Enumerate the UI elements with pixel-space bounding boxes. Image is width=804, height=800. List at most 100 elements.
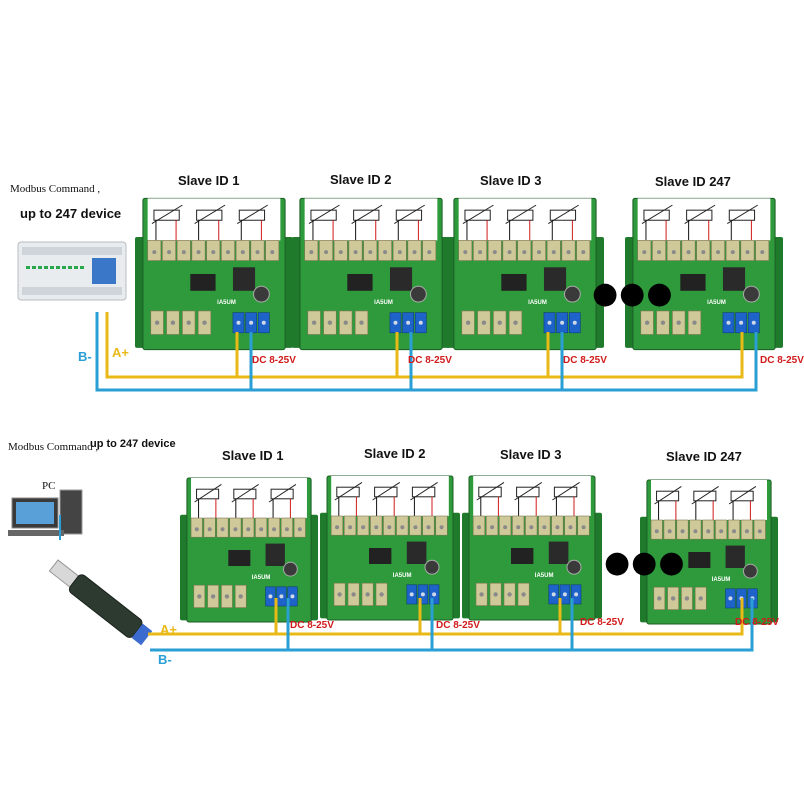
screw-head [581, 250, 586, 255]
screw-head [555, 525, 560, 530]
screw-head [427, 250, 432, 255]
screw-head [521, 592, 526, 597]
screw-head [719, 529, 724, 534]
screw-head [503, 525, 508, 530]
screw-head [642, 250, 647, 255]
screw-head [351, 592, 356, 597]
sensor-diagram-area [473, 476, 591, 516]
bottom-dc-label-2: DC 8-25V [436, 620, 480, 631]
inductor [283, 561, 298, 577]
bottom-caption: Modbus Command , [8, 441, 99, 453]
adapter-terminal [131, 623, 153, 646]
ic-chip [688, 552, 711, 568]
screw-head [343, 320, 348, 325]
sensor-arrow [237, 204, 268, 225]
screw-head [279, 594, 284, 599]
sensor-arrow [334, 481, 363, 501]
screw-head [566, 250, 571, 255]
inductor [424, 559, 440, 575]
bottom-dc-label-1: DC 8-25V [290, 620, 334, 631]
screw-head [574, 592, 579, 597]
rtd-sensor-icon [233, 488, 257, 500]
screw-head [684, 596, 690, 601]
plc-led [80, 266, 84, 269]
sensor-arrow [372, 481, 401, 501]
bottom-slave-2-label: Slave ID 2 [364, 446, 426, 461]
sensor-diagram-area [651, 480, 767, 520]
screw-head [186, 320, 191, 325]
inductor [564, 285, 581, 303]
plc-led [56, 266, 60, 269]
bottom-bus-b-wire [150, 598, 754, 652]
pc-keyboard [8, 530, 64, 536]
screw-head [479, 592, 484, 597]
top-dc-label-2: DC 8-25V [408, 355, 452, 366]
screw-head [547, 320, 552, 325]
top-caption: Modbus Command , [10, 183, 101, 195]
rtd-sensor-icon [374, 486, 398, 498]
screw-head [680, 529, 685, 534]
screw-head [170, 320, 176, 325]
bottom-ellipsis: ●●● [604, 545, 686, 580]
screw-head [751, 320, 756, 325]
screw-head [240, 250, 245, 255]
screw-head [220, 527, 225, 532]
screw-head [432, 592, 437, 597]
screw-head [255, 250, 260, 255]
screw-head [522, 250, 527, 255]
ic-chip [511, 548, 534, 564]
sensor-arrow [548, 204, 579, 225]
screw-head [542, 525, 547, 530]
screw-head [387, 525, 392, 530]
rtd-sensor-icon [395, 209, 423, 221]
screw-head [246, 527, 251, 532]
top-dc-label-4: DC 8-25V [760, 355, 804, 366]
screw-head [409, 592, 414, 597]
screw-head [374, 525, 379, 530]
screw-head [644, 320, 650, 325]
pc-icon [8, 489, 83, 536]
rtd-sensor-icon [686, 209, 713, 221]
screw-head [463, 250, 468, 255]
screw-head [284, 527, 289, 532]
screw-head [572, 320, 577, 325]
rtd-sensor-icon [643, 209, 670, 221]
plc-led [74, 266, 78, 269]
sensor-diagram-area [304, 198, 438, 241]
rtd-sensor-icon [336, 486, 360, 498]
ic-chip [228, 550, 251, 566]
screw-head [272, 527, 277, 532]
rtd-sensor-icon [238, 209, 266, 221]
screw-head [236, 320, 241, 325]
plc-led [62, 266, 66, 269]
screw-head [439, 525, 444, 530]
sensor-arrow [462, 204, 494, 225]
screw-head [426, 525, 431, 530]
screw-head [270, 250, 275, 255]
screw-head [393, 320, 398, 325]
screw-head [560, 320, 565, 325]
screw-head [224, 594, 230, 599]
screw-head [667, 529, 672, 534]
screw-head [211, 250, 216, 255]
ic-chip [190, 274, 216, 291]
pc-tower [59, 489, 83, 535]
screw-head [693, 529, 698, 534]
board-label: IA5UM [217, 300, 236, 306]
screw-head [537, 250, 542, 255]
bottom-bus-a-label: A+ [160, 622, 177, 637]
bottom-bus-b-label: B- [158, 652, 172, 667]
screw-head [676, 320, 681, 325]
board-label: IA5UM [374, 300, 393, 306]
screw-head [497, 320, 502, 325]
top-slave-1-label: Slave ID 1 [178, 173, 240, 188]
screw-head [368, 250, 373, 255]
screw-head [698, 596, 703, 601]
screw-head [654, 529, 659, 534]
screw-head [493, 592, 498, 597]
screw-head [311, 320, 317, 325]
screw-head [568, 525, 573, 530]
screw-head [290, 594, 295, 599]
plc-led [68, 266, 72, 269]
top-bus-b-label: B- [78, 349, 92, 364]
